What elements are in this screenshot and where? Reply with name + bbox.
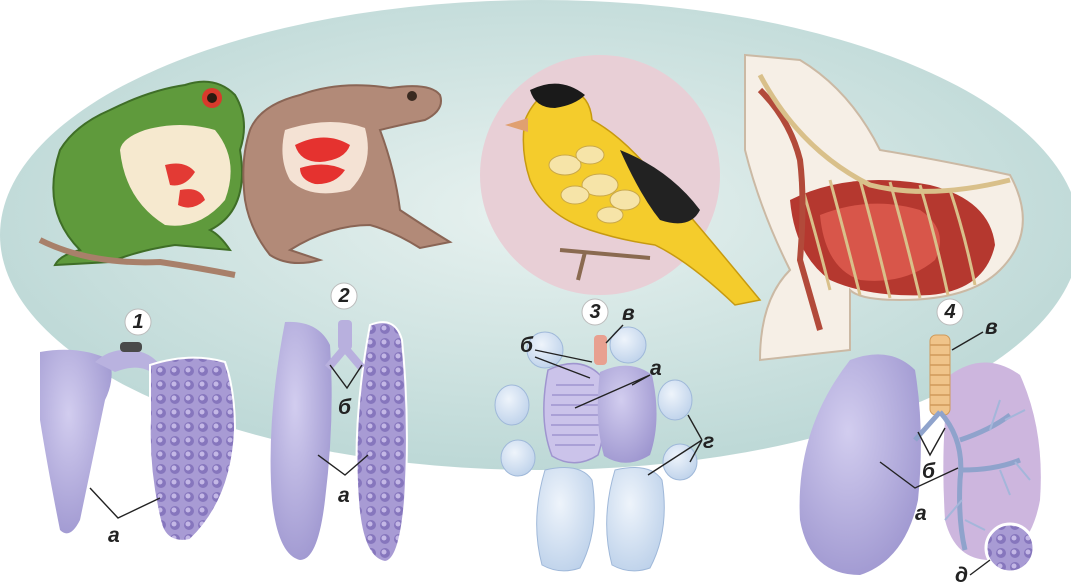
- panel-2-lung-right: [357, 322, 407, 562]
- panel-3-label-v: в: [622, 302, 635, 325]
- panel-3-lung-right: [598, 366, 657, 463]
- panel-3-air-sac: [607, 468, 665, 571]
- panel-3-air-sac: [495, 385, 529, 425]
- panel-3-label-b: б: [520, 334, 534, 357]
- panel-3-label-a: а: [650, 357, 662, 380]
- panel-2-trachea: [338, 320, 352, 350]
- panel-2-number: 2: [337, 285, 349, 307]
- panel-4-label-v: в: [985, 316, 998, 339]
- panel-1-trachea: [120, 342, 142, 352]
- panel-4-line-d: [970, 560, 990, 575]
- panel-1-lung-outer: [40, 350, 112, 534]
- panel-1-label-a: а: [108, 524, 120, 547]
- panel-3-label-g: г: [703, 430, 714, 453]
- panel-3-number: 3: [589, 301, 600, 323]
- panel-4-alveoli-inset: [986, 524, 1034, 572]
- panel-3-air-sac: [537, 468, 595, 571]
- panel-2-label-b: б: [338, 396, 352, 419]
- panel-1-lung-section: [150, 358, 235, 541]
- panel-4-number: 4: [943, 301, 955, 323]
- panel-4-label-a: а: [915, 502, 927, 525]
- panel-1-number: 1: [132, 311, 143, 333]
- panel-3-trachea: [594, 335, 607, 365]
- panel-3-air-sac: [658, 380, 692, 420]
- panel-4-label-d: д: [955, 564, 968, 586]
- panel-3-lung-left: [544, 364, 605, 463]
- panel-2-label-a: а: [338, 484, 350, 507]
- panel-3-air-sac: [501, 440, 535, 476]
- panel-1-bracket-a: [90, 488, 160, 518]
- panel-2-lung-left: [271, 322, 332, 560]
